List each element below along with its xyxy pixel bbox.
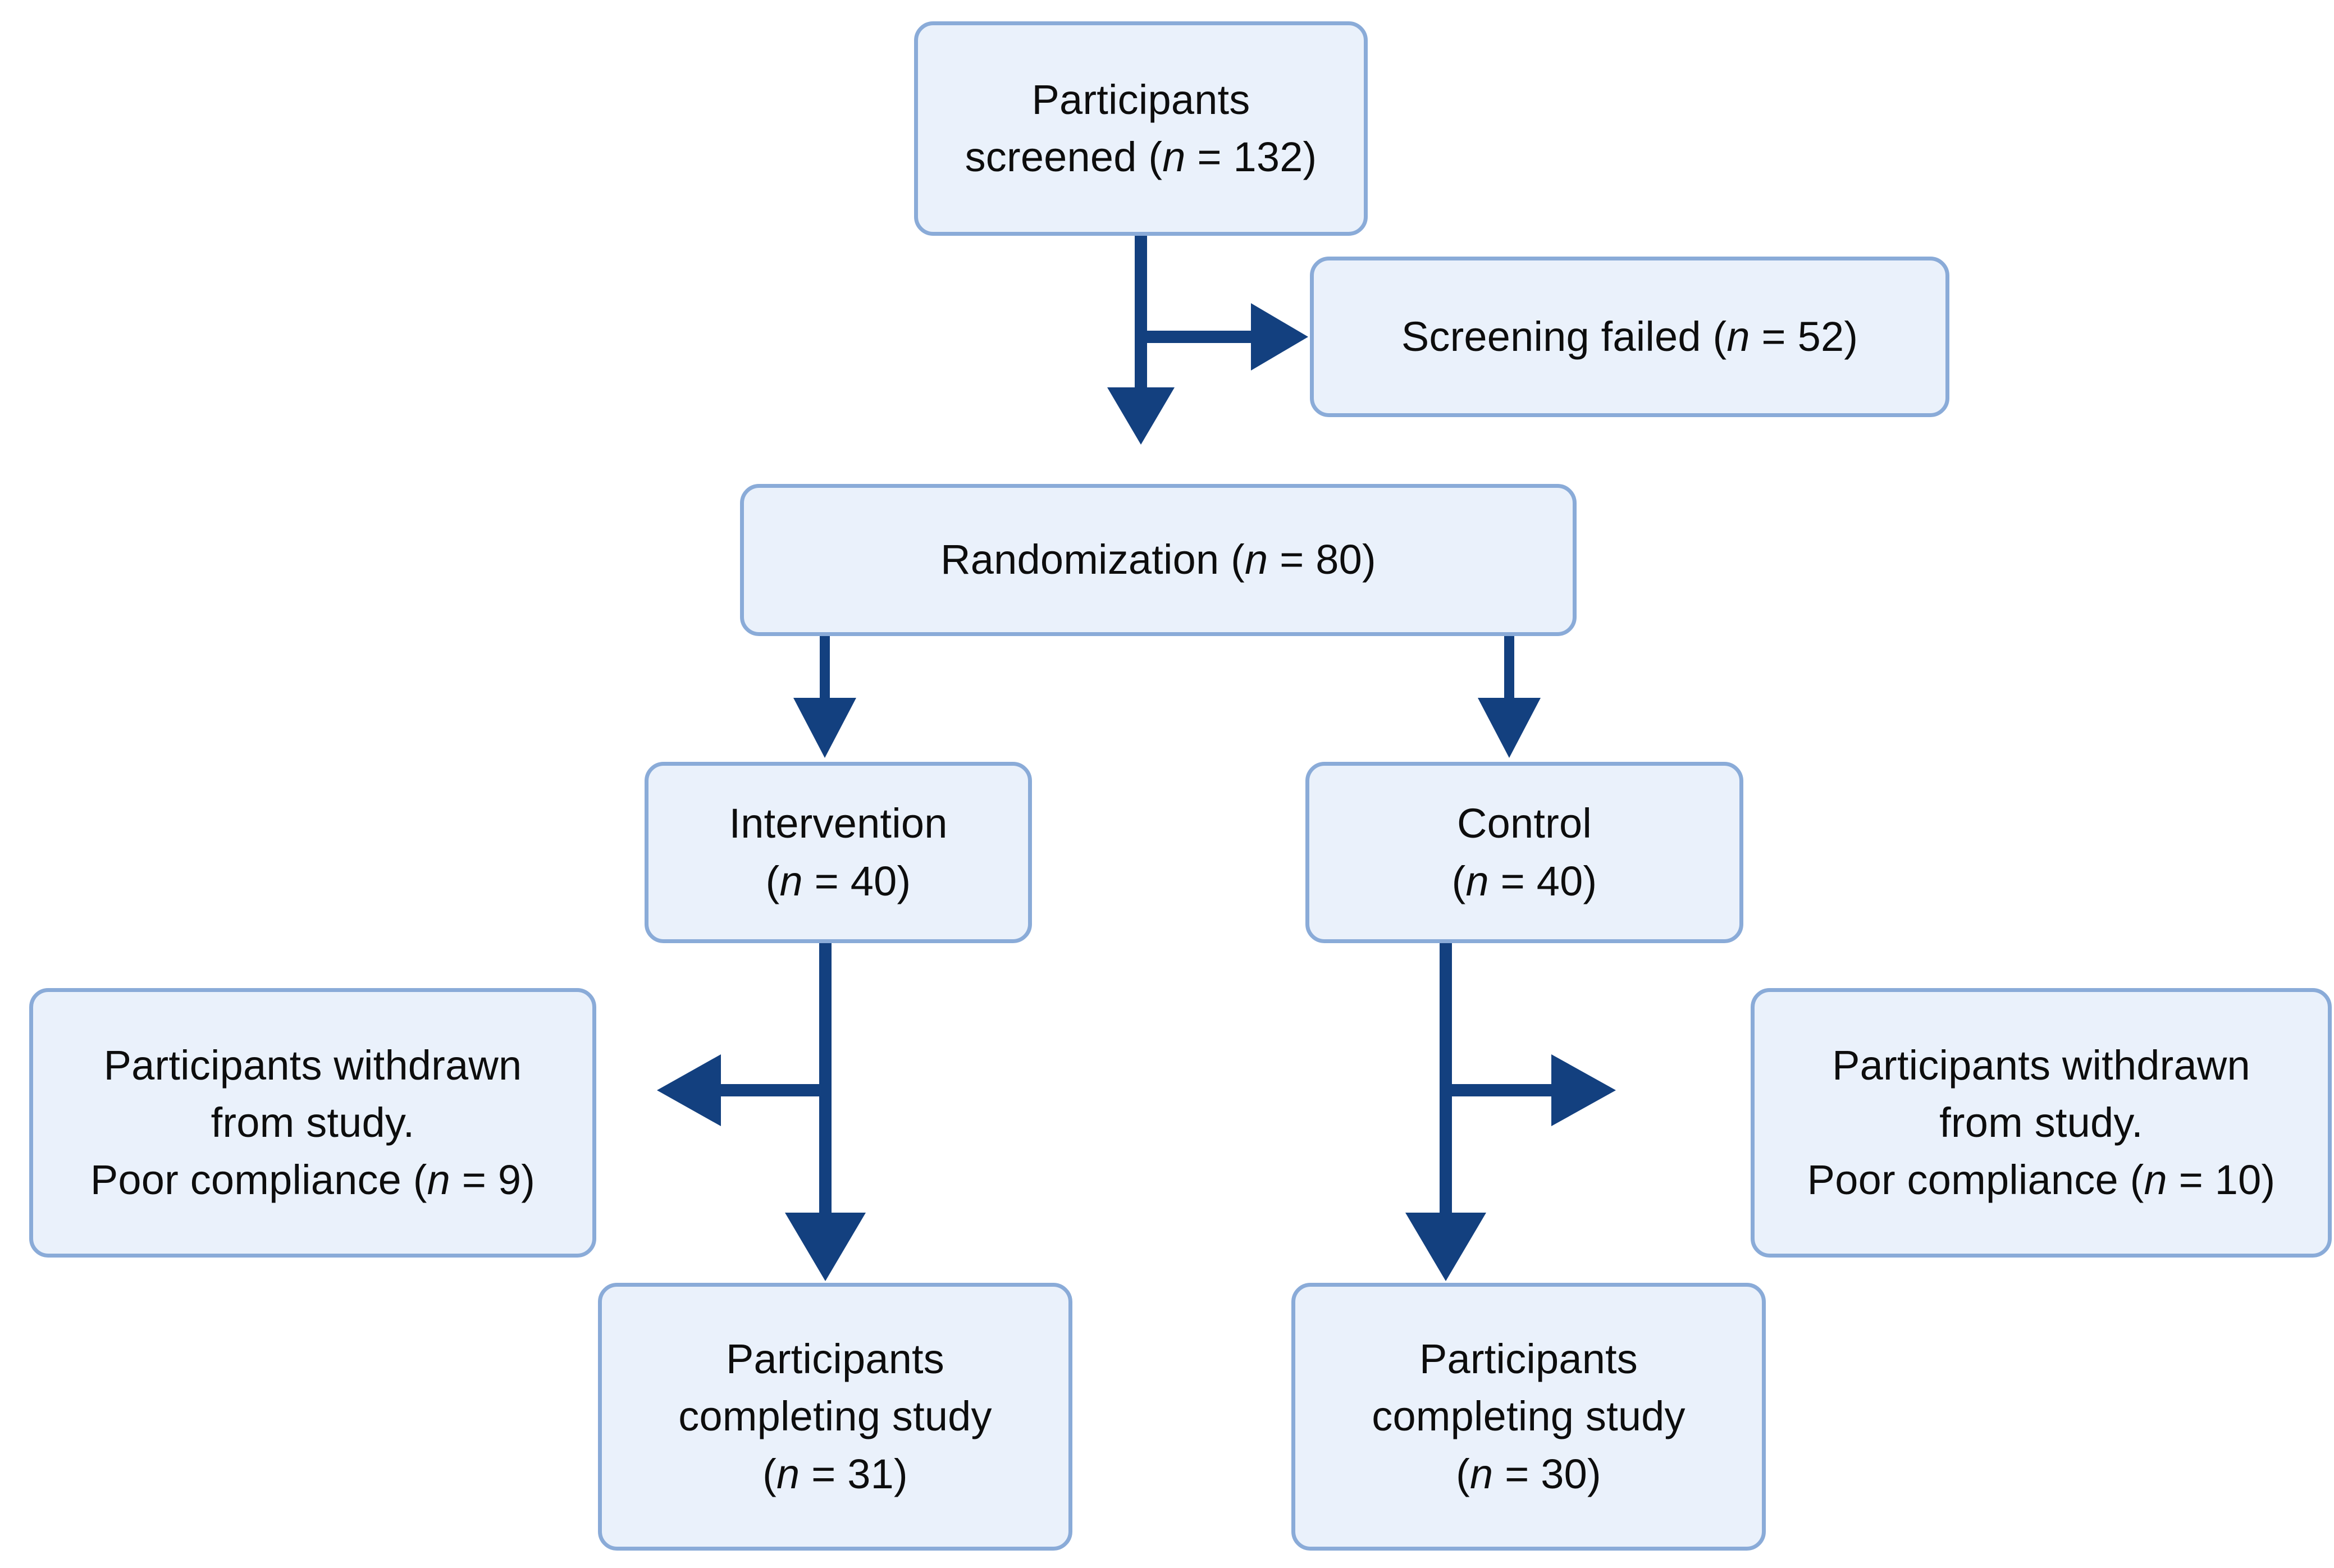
- edge-control-to-withdrawn: [1446, 1054, 1616, 1126]
- node-participants-screened[interactable]: Participants screened (n = 132): [914, 21, 1368, 236]
- text-line: from study.: [1939, 1099, 2143, 1146]
- edge-intervention-to-withdrawn: [657, 1054, 825, 1126]
- n-symbol: n: [776, 1450, 800, 1497]
- text-line: (n = 31): [762, 1450, 908, 1497]
- n-symbol: n: [1465, 857, 1489, 904]
- edge-intervention-to-completed: [785, 943, 866, 1281]
- node-withdrawn-control-label: Participants withdrawn from study. Poor …: [1769, 1037, 2313, 1209]
- n-symbol: n: [1244, 536, 1268, 583]
- text-line: Intervention: [729, 800, 948, 847]
- node-control[interactable]: Control (n = 40): [1305, 762, 1743, 943]
- text-line: completing study: [678, 1393, 992, 1440]
- text-line: Participants withdrawn: [103, 1041, 522, 1089]
- text-line: Poor compliance (n = 10): [1807, 1156, 2276, 1204]
- node-withdrawn-intervention-label: Participants withdrawn from study. Poor …: [48, 1037, 578, 1209]
- node-completed-control-label: Participants completing study (n = 30): [1310, 1331, 1747, 1502]
- node-completed-intervention-label: Participants completing study (n = 31): [616, 1331, 1054, 1502]
- n-symbol: n: [2144, 1156, 2167, 1204]
- text-line: Participants: [725, 1336, 945, 1383]
- n-symbol: n: [1162, 134, 1186, 180]
- node-withdrawn-intervention[interactable]: Participants withdrawn from study. Poor …: [29, 988, 596, 1258]
- n-symbol: n: [1726, 313, 1750, 360]
- text-line: (n = 40): [765, 857, 911, 904]
- text-line: Randomization (n = 80): [940, 536, 1376, 583]
- node-intervention[interactable]: Intervention (n = 40): [645, 762, 1032, 943]
- text-line: Participants withdrawn: [1832, 1041, 2250, 1089]
- text-line: screened (n = 132): [965, 134, 1317, 180]
- text-line: (n = 40): [1451, 857, 1597, 904]
- text-line: Participants: [1419, 1336, 1638, 1383]
- edge-randomization-to-control: [1478, 636, 1541, 758]
- text-line: Poor compliance (n = 9): [90, 1156, 536, 1204]
- text-line: completing study: [1372, 1393, 1686, 1440]
- n-symbol: n: [427, 1156, 450, 1204]
- text-line: from study.: [211, 1099, 415, 1146]
- edge-screened-to-screening-failed: [1141, 303, 1308, 371]
- text-line: (n = 30): [1456, 1450, 1601, 1497]
- text-line: Participants: [1031, 76, 1250, 123]
- node-intervention-label: Intervention (n = 40): [663, 795, 1013, 909]
- node-control-label: Control (n = 40): [1324, 795, 1725, 909]
- node-completed-intervention[interactable]: Participants completing study (n = 31): [598, 1283, 1072, 1551]
- n-symbol: n: [1469, 1450, 1493, 1497]
- node-screening-failed[interactable]: Screening failed (n = 52): [1310, 257, 1949, 417]
- node-randomization[interactable]: Randomization (n = 80): [740, 484, 1577, 636]
- text-line: Control: [1457, 800, 1592, 847]
- text-line: Screening failed (n = 52): [1401, 313, 1858, 360]
- node-withdrawn-control[interactable]: Participants withdrawn from study. Poor …: [1751, 988, 2332, 1258]
- node-screening-failed-label: Screening failed (n = 52): [1328, 308, 1931, 365]
- node-completed-control[interactable]: Participants completing study (n = 30): [1291, 1283, 1766, 1551]
- edge-control-to-completed: [1405, 943, 1486, 1281]
- node-participants-screened-label: Participants screened (n = 132): [933, 71, 1349, 186]
- edge-randomization-to-intervention: [793, 636, 856, 758]
- node-randomization-label: Randomization (n = 80): [759, 531, 1558, 588]
- edge-screened-to-randomization: [1107, 236, 1175, 445]
- n-symbol: n: [779, 857, 803, 904]
